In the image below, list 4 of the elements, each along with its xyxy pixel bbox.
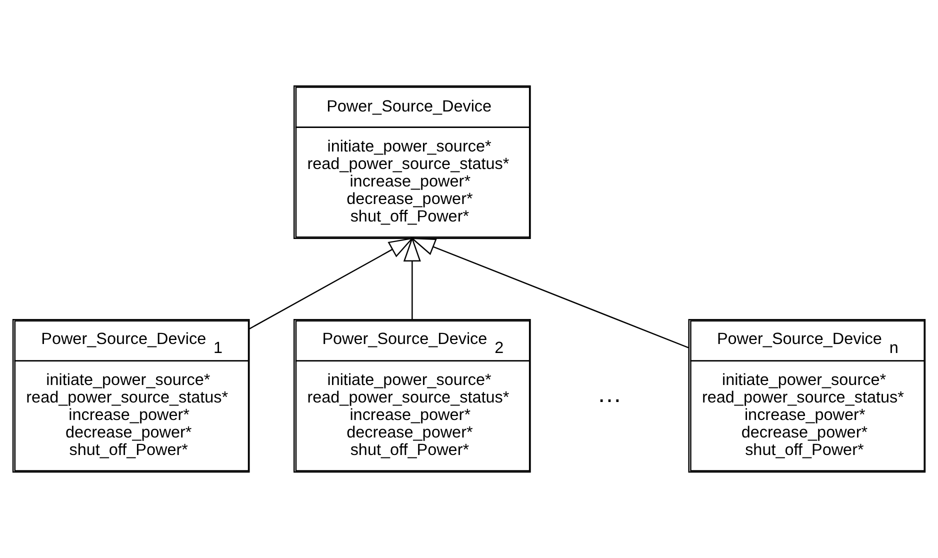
arrow xyxy=(410,238,689,348)
arrow xyxy=(403,236,421,320)
label: … xyxy=(597,380,622,408)
arrow xyxy=(249,237,414,330)
